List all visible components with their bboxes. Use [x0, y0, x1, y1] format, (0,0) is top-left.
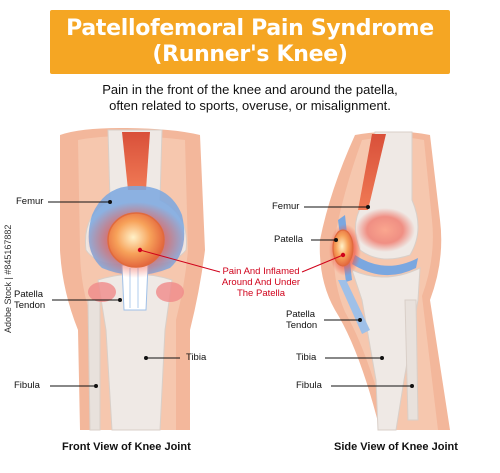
description-line-2: often related to sports, overuse, or mis…: [109, 98, 391, 113]
front-view-caption: Front View of Knee Joint: [62, 441, 191, 453]
leader-lines: [48, 201, 412, 387]
front-patella: [107, 212, 165, 268]
front-fibula: [87, 299, 101, 431]
description: Pain in the front of the knee and around…: [20, 82, 480, 114]
side-patella: [332, 229, 354, 267]
side-label-fibula: Fibula: [296, 380, 322, 391]
front-label-patella-tendon-line1: Patella: [14, 289, 44, 300]
leader-dots: [94, 200, 414, 388]
side-label-patella-tendon: Patella Tendon: [286, 309, 317, 331]
side-label-tibia: Tibia: [296, 352, 317, 363]
front-label-femur: Femur: [16, 196, 44, 207]
description-line-1: Pain in the front of the knee and around…: [102, 82, 398, 97]
pain-annotation: Pain And Inflamed Around And Under The P…: [218, 266, 304, 299]
front-knee: [60, 128, 205, 431]
stock-watermark: Adobe Stock | #845167882: [3, 224, 13, 333]
pain-annotation-line3: The Patella: [236, 288, 286, 299]
page-title-sub: (Runner's Knee): [152, 42, 348, 67]
front-label-patella-tendon: Patella Tendon: [14, 289, 45, 311]
pain-pointer-dots: [137, 247, 346, 258]
front-label-fibula: Fibula: [14, 380, 40, 391]
page-title: Patellofemoral Pain Syndrome: [66, 16, 434, 41]
side-fibula: [404, 299, 419, 421]
title-banner: Patellofemoral Pain Syndrome (Runner's K…: [50, 10, 450, 74]
pain-pointers: [139, 249, 344, 273]
front-label-patella-tendon-line2: Tendon: [14, 300, 46, 311]
side-label-femur: Femur: [272, 201, 300, 212]
side-knee: [319, 131, 450, 431]
front-label-tibia: Tibia: [186, 352, 207, 363]
side-view-caption: Side View of Knee Joint: [334, 441, 458, 453]
side-label-patella-tendon-line1: Patella: [286, 309, 316, 320]
front-tibia: [97, 273, 173, 431]
side-label-patella-tendon-line2: Tendon: [286, 320, 318, 331]
pain-annotation-line1: Pain And Inflamed: [222, 266, 300, 277]
pain-annotation-line2: Around And Under: [221, 277, 301, 288]
side-tibia: [351, 267, 421, 431]
side-label-patella: Patella: [274, 234, 304, 245]
